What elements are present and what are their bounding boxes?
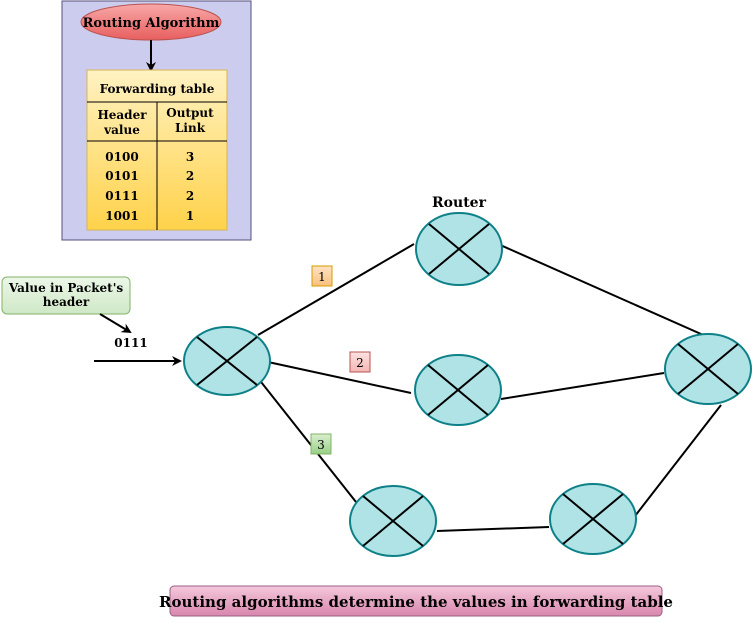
link-mid-right [500, 372, 665, 400]
link-top-right [497, 243, 711, 339]
table-row-header: 0100 [105, 150, 138, 164]
output-link-heading-line1: Output [166, 106, 214, 120]
header-value-heading-line1: Header [97, 108, 147, 122]
link-badge-3: 3 [310, 433, 332, 455]
router-top [415, 212, 503, 286]
link-badge-3-label: 3 [317, 438, 325, 452]
table-row-link: 1 [186, 209, 194, 223]
router-middle [414, 354, 502, 426]
table-row-header: 1001 [105, 209, 138, 223]
forwarding-table-title: Forwarding table [100, 82, 215, 96]
packet-callout-arrow [99, 313, 132, 334]
packet-callout: Value in Packet's header [1, 276, 131, 315]
caption: Routing algorithms determine the values … [159, 585, 673, 617]
network-links [249, 243, 722, 532]
output-link-heading-line2: Link [175, 121, 206, 135]
routing-algorithm-label: Routing Algorithm [83, 16, 220, 31]
link-badge-1-label: 1 [318, 270, 326, 284]
table-row-link: 2 [186, 189, 194, 203]
table-row-link: 2 [186, 169, 194, 183]
packet-label-line2: header [43, 295, 90, 309]
link-badge-2-label: 2 [356, 356, 364, 370]
link-2 [267, 361, 412, 394]
caption-text: Routing algorithms determine the values … [159, 593, 673, 611]
routing-panel: Routing Algorithm Forwarding table Heade… [61, 0, 252, 241]
link-bottom-right [634, 404, 722, 517]
router-bottom-right [549, 483, 637, 555]
router-right [664, 333, 752, 405]
router-bottom-left [349, 485, 437, 557]
table-row-header: 0111 [105, 189, 138, 203]
link-badge-1: 1 [311, 265, 333, 287]
link-bottom [436, 526, 550, 532]
link-badge-2: 2 [349, 351, 371, 373]
routing-algorithm-node: Routing Algorithm [80, 3, 222, 41]
packet-label-line1: Value in Packet's [8, 281, 123, 295]
forwarding-table: Forwarding table Header value Output Lin… [86, 69, 228, 231]
link-3 [249, 367, 357, 503]
packet-value: 0111 [114, 336, 147, 350]
link-1 [257, 243, 415, 336]
table-row-header: 0101 [105, 169, 138, 183]
table-row-link: 3 [186, 150, 194, 164]
router-label: Router [432, 195, 487, 211]
header-value-heading-line2: value [103, 123, 140, 137]
router-source [183, 326, 271, 396]
